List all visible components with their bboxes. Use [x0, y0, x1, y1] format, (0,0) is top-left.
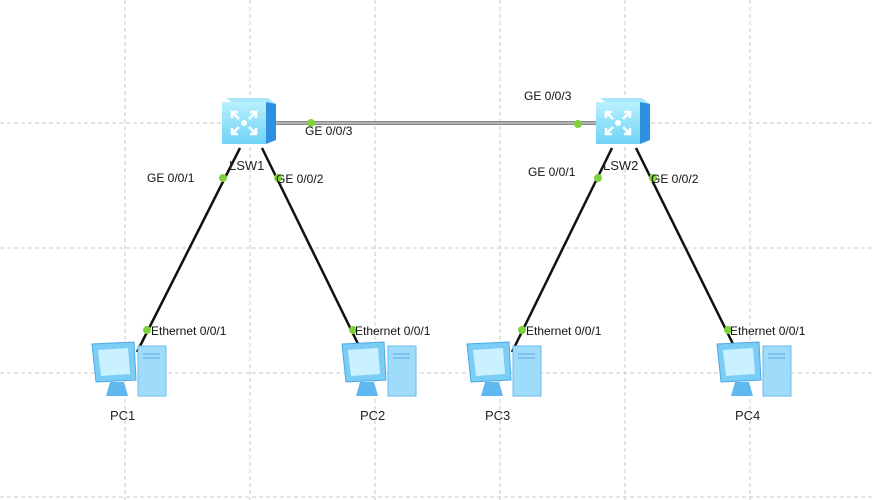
port-dot [574, 120, 582, 128]
switch-lsw1[interactable] [220, 96, 278, 146]
device-label-pc2: PC2 [360, 408, 385, 423]
pc-icon [341, 341, 417, 397]
pc-pc1[interactable] [91, 341, 167, 397]
switch-icon [594, 96, 652, 146]
port-label: GE 0/0/2 [651, 172, 699, 186]
port-label: GE 0/0/3 [305, 124, 353, 138]
port-dot [307, 119, 315, 127]
pc-icon [716, 341, 792, 397]
link-lsw2-pc4[interactable] [634, 147, 739, 353]
port-dot [594, 174, 602, 182]
port-label: GE 0/0/2 [276, 172, 324, 186]
switch-icon [220, 96, 278, 146]
port-dot [649, 174, 657, 182]
pc-icon [91, 341, 167, 397]
switch-lsw2[interactable] [594, 96, 652, 146]
port-dot [274, 174, 282, 182]
device-label-lsw1: LSW1 [229, 158, 264, 173]
port-label: GE 0/0/3 [524, 89, 572, 103]
device-label-pc4: PC4 [735, 408, 760, 423]
device-label-pc1: PC1 [110, 408, 135, 423]
port-dot [518, 326, 526, 334]
link-lsw1-pc2[interactable] [260, 147, 364, 353]
port-label: Ethernet 0/0/1 [526, 324, 602, 338]
device-label-pc3: PC3 [485, 408, 510, 423]
port-label: Ethernet 0/0/1 [355, 324, 431, 338]
port-dot [143, 326, 151, 334]
port-dot [724, 326, 732, 334]
pc-icon [466, 341, 542, 397]
port-dot [349, 326, 357, 334]
pc-pc3[interactable] [466, 341, 542, 397]
link-lsw2-pc3[interactable] [510, 147, 614, 353]
port-dot [219, 174, 227, 182]
link-lsw1-pc1[interactable] [135, 147, 242, 353]
pc-pc2[interactable] [341, 341, 417, 397]
port-label: Ethernet 0/0/1 [151, 324, 227, 338]
device-label-lsw2: LSW2 [603, 158, 638, 173]
pc-pc4[interactable] [716, 341, 792, 397]
port-label: Ethernet 0/0/1 [730, 324, 806, 338]
port-label: GE 0/0/1 [147, 171, 195, 185]
port-label: GE 0/0/1 [528, 165, 576, 179]
